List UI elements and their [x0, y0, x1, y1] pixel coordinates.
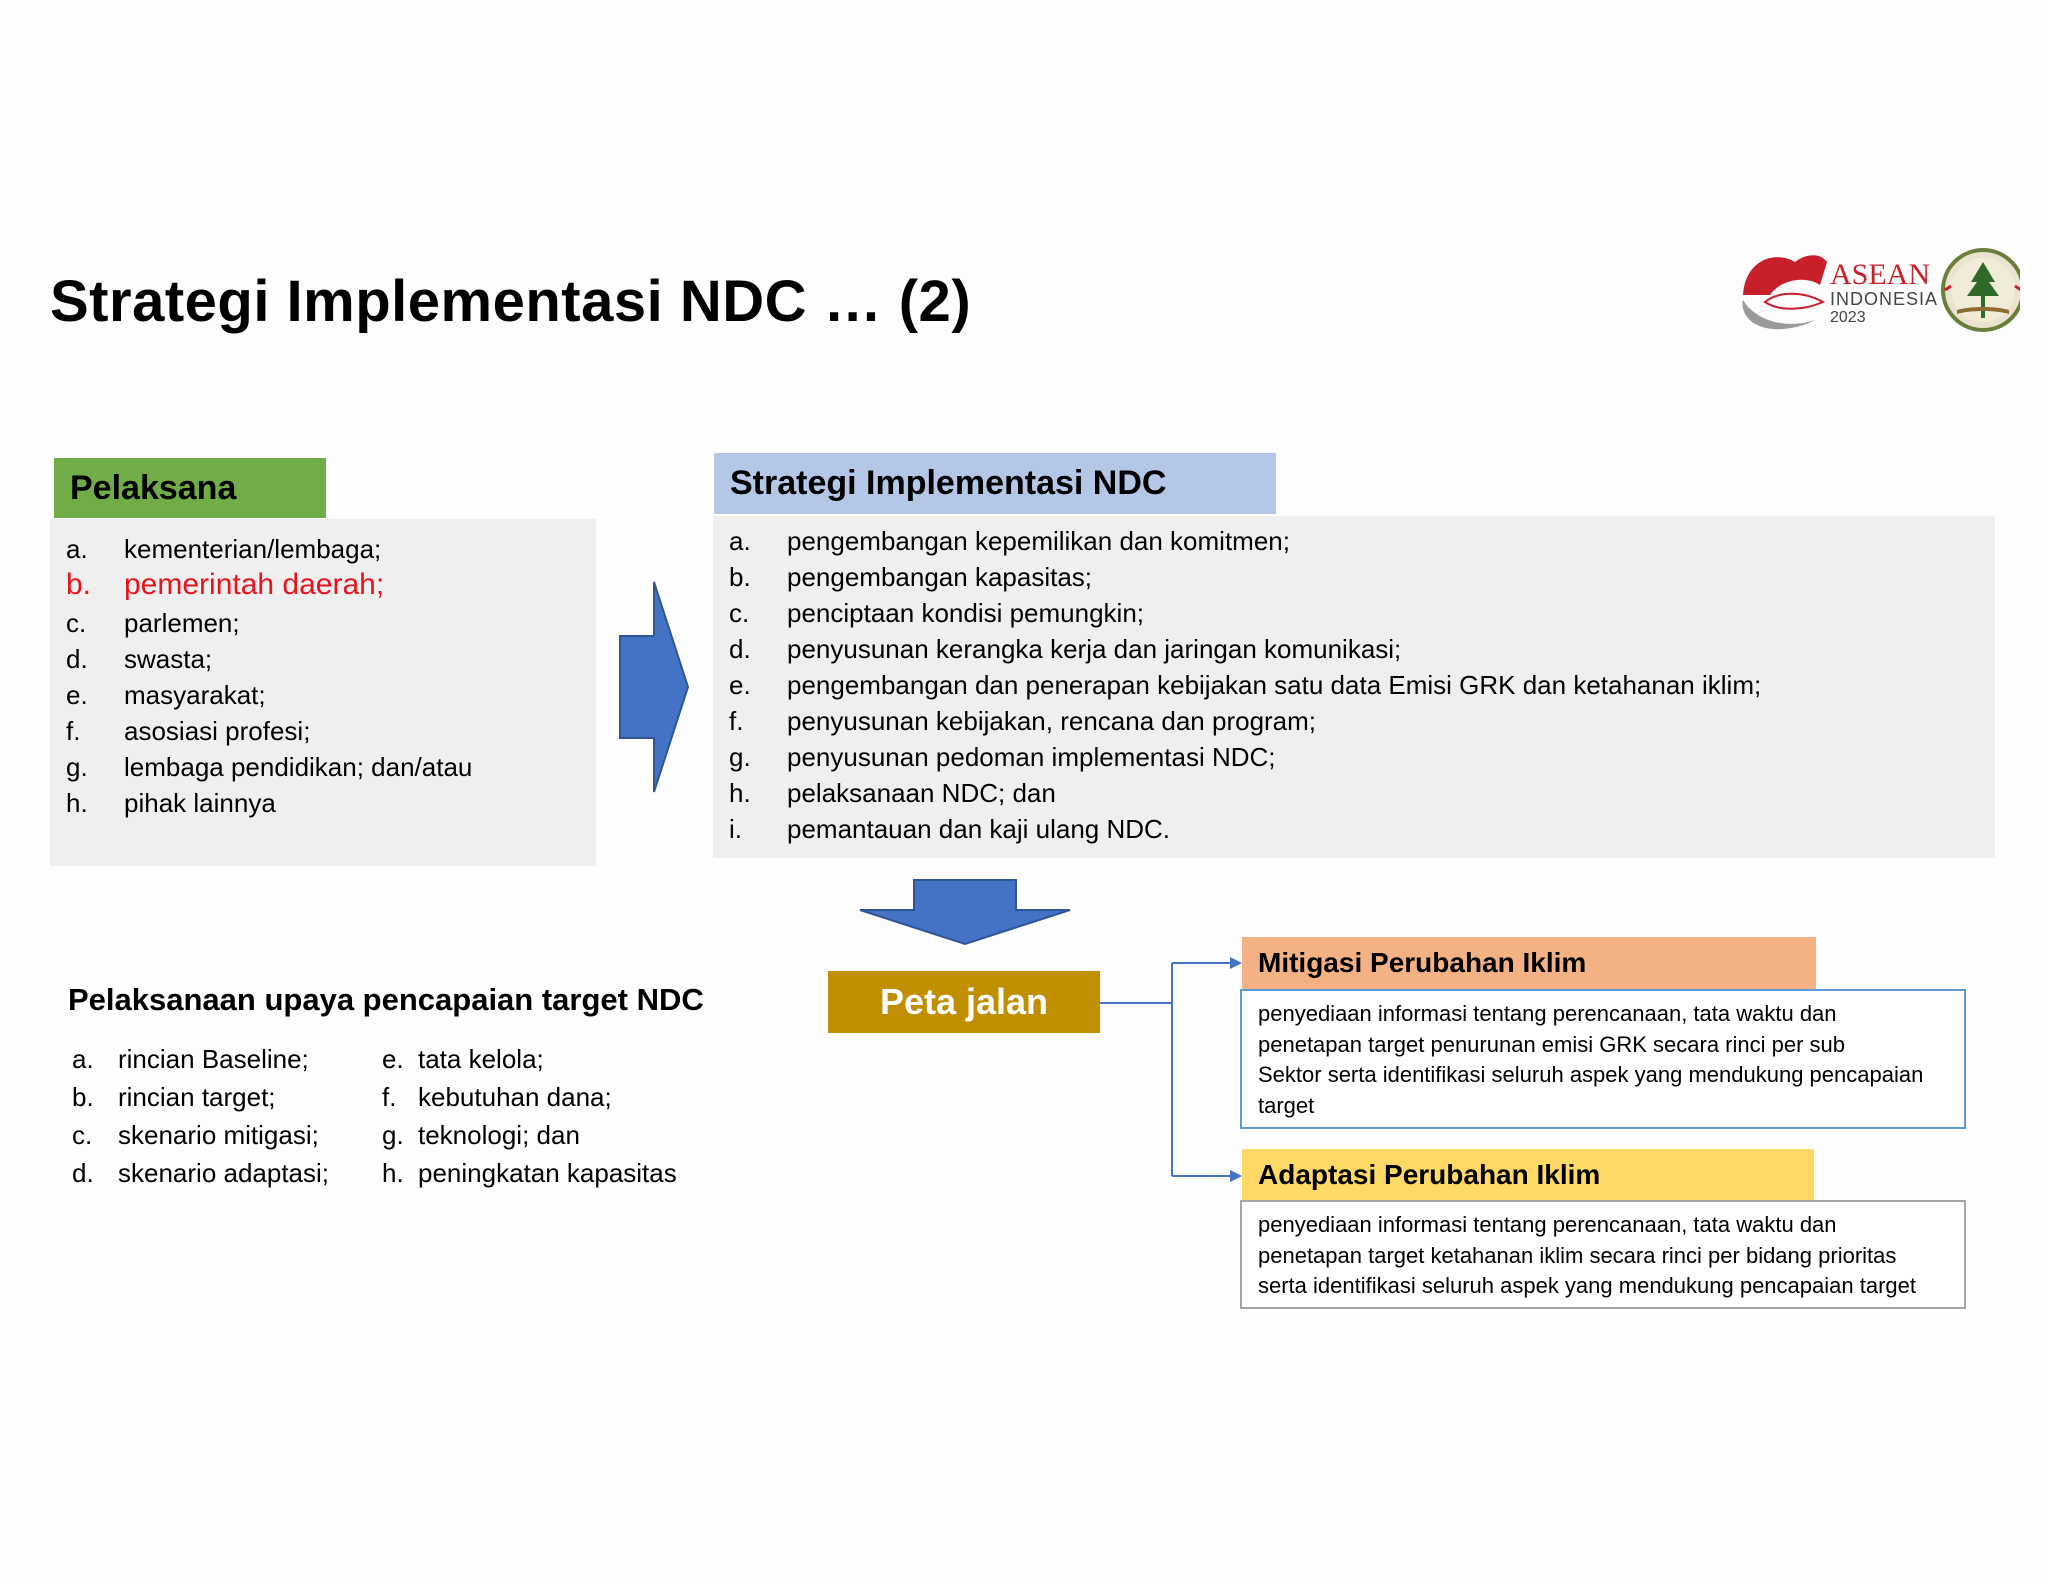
adaptasi-line: penetapan target ketahanan iklim secara … — [1258, 1242, 1897, 1268]
item-letter: a. — [729, 526, 751, 556]
item-text: pengembangan dan penerapan kebijakan sat… — [787, 670, 1762, 700]
item-text: asosiasi profesi; — [124, 716, 311, 746]
item-letter: b. — [72, 1082, 94, 1112]
pelaksana-panel: a. kementerian/lembaga; b. pemerintah da… — [50, 519, 596, 866]
item-text: skenario mitigasi; — [118, 1120, 319, 1150]
item-letter: d. — [729, 634, 751, 664]
right-arrow-icon — [619, 581, 690, 793]
item-text: pemantauan dan kaji ulang NDC. — [787, 814, 1171, 844]
logo-country-text: INDONESIA — [1830, 289, 1939, 309]
item-text: pihak lainnya — [124, 788, 276, 818]
pelaksanaan-header: Pelaksanaan upaya pencapaian target NDC — [68, 982, 704, 1017]
logo-asean-text: ASEAN — [1830, 258, 1931, 291]
item-letter: g. — [66, 752, 88, 782]
item-letter: e. — [66, 680, 88, 710]
pelaksana-header: Pelaksana — [54, 458, 326, 518]
item-letter: a. — [72, 1044, 94, 1074]
item-letter: c. — [66, 608, 87, 638]
item-letter: h. — [382, 1158, 404, 1188]
item-letter: f. — [382, 1082, 397, 1112]
item-text: penyusunan pedoman implementasi NDC; — [787, 742, 1276, 772]
item-text: teknologi; dan — [418, 1120, 580, 1150]
item-text: swasta; — [124, 644, 213, 674]
item-letter: b. — [729, 562, 751, 592]
page-title: Strategi Implementasi NDC … (2) — [50, 269, 972, 334]
asean-indonesia-logo — [1742, 248, 2020, 332]
adaptasi-header: Adaptasi Perubahan Iklim — [1242, 1149, 1814, 1201]
item-letter: h. — [729, 778, 751, 808]
mitigasi-header: Mitigasi Perubahan Iklim — [1242, 937, 1816, 989]
strategi-panel: a. pengembangan kepemilikan dan komitmen… — [713, 516, 1995, 858]
peta-jalan-box: Peta jalan — [828, 971, 1100, 1033]
down-arrow-icon — [859, 879, 1071, 946]
connector-lines — [1100, 957, 1242, 1182]
item-text: pelaksanaan NDC; dan — [787, 778, 1056, 808]
item-letter: d. — [72, 1158, 94, 1188]
item-letter: g. — [382, 1120, 404, 1150]
item-letter: b. — [66, 568, 92, 601]
adaptasi-line: penyediaan informasi tentang perencanaan… — [1258, 1212, 1837, 1237]
item-text: pemerintah daerah; — [124, 568, 385, 601]
item-text: rincian Baseline; — [118, 1044, 309, 1074]
item-text: penyusunan kerangka kerja dan jaringan k… — [787, 634, 1402, 664]
item-letter: f. — [729, 706, 744, 736]
item-text: lembaga pendidikan; dan/atau — [124, 752, 473, 782]
item-letter: a. — [66, 534, 88, 564]
item-letter: c. — [72, 1120, 93, 1150]
mitigasi-line: penetapan target penurunan emisi GRK sec… — [1258, 1031, 1846, 1057]
item-text: kebutuhan dana; — [418, 1082, 612, 1112]
item-text: pengembangan kapasitas; — [787, 562, 1093, 592]
item-text: masyarakat; — [124, 680, 266, 710]
item-text: tata kelola; — [418, 1044, 544, 1074]
item-text: penyusunan kebijakan, rencana dan progra… — [787, 706, 1317, 736]
item-text: kementerian/lembaga; — [124, 534, 382, 564]
item-letter: e. — [382, 1044, 404, 1074]
adaptasi-description-box: penyediaan informasi tentang perencanaan… — [1240, 1200, 1966, 1309]
mitigasi-line: target — [1258, 1092, 1315, 1118]
strategi-header: Strategi Implementasi NDC — [714, 453, 1276, 514]
item-letter: c. — [729, 598, 750, 628]
mitigasi-line: penyediaan informasi tentang perencanaan… — [1258, 1001, 1837, 1026]
item-letter: i. — [729, 814, 742, 844]
item-letter: d. — [66, 644, 88, 674]
logo-year-text: 2023 — [1830, 309, 1866, 326]
item-text: penciptaan kondisi pemungkin; — [787, 598, 1145, 628]
item-text: skenario adaptasi; — [118, 1158, 330, 1188]
item-letter: g. — [729, 742, 751, 772]
item-letter: h. — [66, 788, 88, 818]
mitigasi-description-box: penyediaan informasi tentang perencanaan… — [1240, 989, 1966, 1129]
mitigasi-line: Sektor serta identifikasi seluruh aspek … — [1258, 1062, 1924, 1087]
item-text: parlemen; — [124, 608, 240, 638]
adaptasi-line: serta identifikasi seluruh aspek yang me… — [1258, 1273, 1916, 1298]
item-letter: e. — [729, 670, 751, 700]
item-letter: f. — [66, 716, 81, 746]
item-text: pengembangan kepemilikan dan komitmen; — [787, 526, 1290, 556]
item-text: peningkatan kapasitas — [418, 1158, 677, 1188]
item-text: rincian target; — [118, 1082, 276, 1112]
